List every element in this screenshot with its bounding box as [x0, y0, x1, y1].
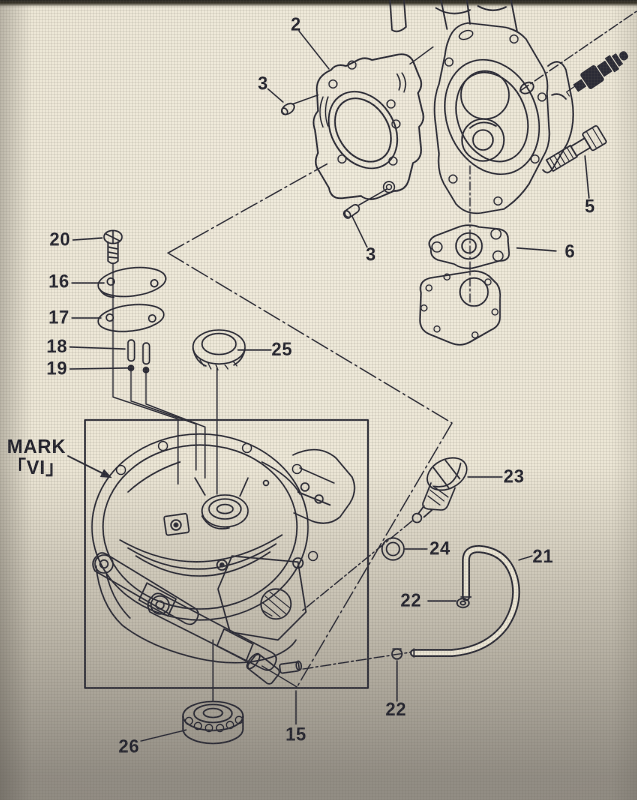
callout-2: 2: [290, 14, 302, 35]
mark-arrow: [67, 455, 112, 478]
callout-23: 23: [503, 466, 525, 487]
mark-vi-label: MARK 「VI」: [7, 437, 66, 479]
dowel-3-upper: [280, 102, 296, 116]
callout-20: 20: [49, 229, 71, 250]
hose-clip-22-bottom: [391, 648, 403, 660]
callout-17: 17: [48, 307, 70, 328]
mark-line1: MARK: [7, 437, 66, 458]
callout-16: 16: [48, 271, 70, 292]
hose-clip-22-top: [456, 597, 470, 609]
cylinder-block: [389, 0, 574, 215]
dowel-3-lower: [342, 203, 361, 219]
callout-5: 5: [584, 196, 596, 217]
callout-26: 26: [118, 736, 140, 757]
callout-3-upper: 3: [257, 73, 269, 94]
exhaust-plate: [419, 270, 501, 346]
callout-19: 19: [46, 358, 68, 379]
callout-3-lower: 3: [365, 244, 377, 265]
callout-6: 6: [564, 241, 576, 262]
ball-bearing-26: [182, 700, 244, 745]
thermostat-cover-6: [428, 224, 510, 270]
pins-18: [127, 339, 151, 365]
screw-20: [103, 229, 123, 265]
o-ring-24: [381, 537, 405, 561]
callout-24: 24: [429, 538, 451, 559]
callout-15: 15: [285, 724, 307, 745]
callout-18: 18: [46, 336, 68, 357]
inset-box: [84, 419, 369, 689]
oval-gasket-17: [97, 303, 165, 333]
spark-plug: [566, 51, 629, 97]
callout-21: 21: [532, 546, 554, 567]
assembly-guide-lines: [112, 10, 637, 702]
oval-cover-16: [97, 266, 167, 299]
oil-filler-cap-23: [411, 457, 468, 524]
callout-25: 25: [271, 339, 293, 360]
breather-hose-21: [410, 545, 521, 658]
crankcase-15: [91, 433, 356, 685]
callout-22-hose-bottom: 22: [385, 699, 407, 720]
mark-line2: 「VI」: [7, 458, 65, 479]
dowels-19: [127, 364, 150, 374]
head-gasket-2: [312, 53, 425, 201]
callout-22-hose-top: 22: [400, 590, 422, 611]
callout-leader-lines: [69, 30, 590, 742]
bolt-5: [545, 125, 607, 172]
oil-seal-25: [192, 329, 246, 371]
